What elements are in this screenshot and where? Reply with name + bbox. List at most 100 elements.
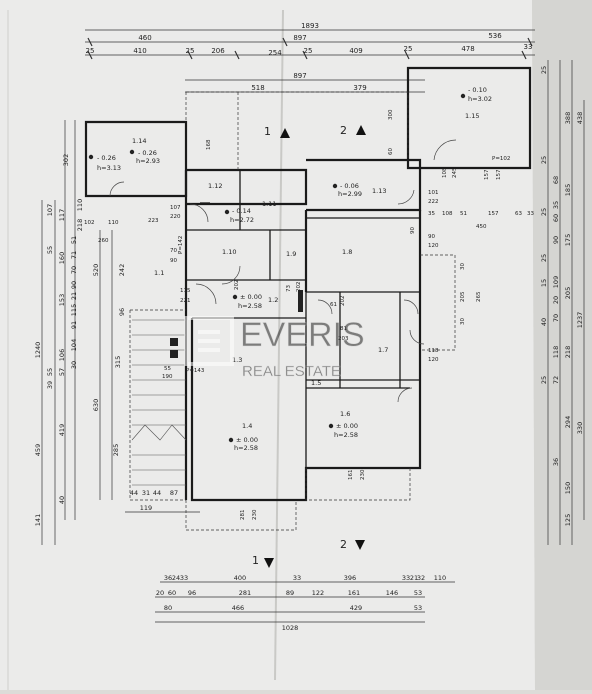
dim-text: 119 <box>140 504 152 512</box>
dim-text: 20 <box>552 296 560 304</box>
dim-text: 36 <box>164 574 172 582</box>
left-dimension-labels: 1240 459 141 520 630 242 96 315 285 302 … <box>34 154 126 526</box>
level-mark: ± 0.00 <box>240 293 262 301</box>
dim-text: 55 <box>46 368 54 376</box>
opening-text: 101 <box>428 190 439 196</box>
dim-text: 294 <box>564 416 572 428</box>
dim-text: 1240 <box>34 342 42 359</box>
room-id: 1.15 <box>465 112 479 120</box>
dim-text: 218 <box>76 219 84 231</box>
top-dimension-labels: 1893 460 897 536 25 410 25 206 254 25 40… <box>86 22 533 92</box>
watermark-logo-icon <box>184 316 234 366</box>
dim-text: 160 <box>58 252 66 264</box>
dim-text: 30 <box>70 361 78 369</box>
room-id: 1.10 <box>222 248 236 256</box>
room-id: 1.2 <box>268 296 278 304</box>
left-dimension-lines <box>41 120 113 545</box>
dim-text: 32 <box>417 574 425 582</box>
watermark-brand: EVERIS <box>240 316 365 354</box>
dim-text: 218 <box>564 346 572 358</box>
section-markers: 1 2 1 2 <box>252 124 366 568</box>
dim-text: 87 <box>170 489 178 497</box>
dim-text: 25 <box>540 208 548 216</box>
section-arrow-icon <box>280 128 290 138</box>
opening-text: P=142 <box>178 236 184 254</box>
dim-text: 24 <box>172 574 180 582</box>
dim-text: 466 <box>232 604 244 612</box>
dim-text: 33 <box>524 43 533 51</box>
dim-text: 107 <box>46 204 54 216</box>
dim-text: 117 <box>58 209 66 221</box>
dim-text: 459 <box>34 444 42 456</box>
dim-text: 141 <box>34 514 42 526</box>
room-id: 1.4 <box>242 422 252 430</box>
opening-text: 220 <box>170 214 181 220</box>
dim-text: 51 <box>70 236 78 244</box>
opening-text: 90 <box>428 234 435 240</box>
dim-text: 15 <box>540 279 548 287</box>
height-mark: h=2.58 <box>238 302 262 310</box>
dim-text: 25 <box>540 254 548 262</box>
room-id: 1.12 <box>208 182 222 190</box>
dim-text: 409 <box>349 47 362 55</box>
room-id: 1.3 <box>232 356 242 364</box>
opening-text: 102 <box>84 220 95 226</box>
dim-text: 31 <box>142 489 150 497</box>
dim-text: 175 <box>564 234 572 246</box>
dim-text: 68 <box>552 176 560 184</box>
opening-text: 30 <box>460 263 466 270</box>
opening-text: 281 <box>240 510 246 521</box>
opening-text: P=102 <box>492 156 510 162</box>
dim-text: 536 <box>488 32 502 40</box>
room-id: 1.6 <box>340 410 350 418</box>
dim-text: 25 <box>404 45 413 53</box>
dim-text: 20 <box>156 589 164 597</box>
section-marker-2-bottom: 2 <box>340 538 365 551</box>
opening-text: 230 <box>252 509 258 520</box>
opening-text: 157 <box>496 169 502 180</box>
dim-text: 281 <box>239 589 251 597</box>
dim-text: 460 <box>138 34 151 42</box>
level-mark: - 0.26 <box>97 154 116 162</box>
dim-text: 25 <box>304 47 313 55</box>
interior-walls <box>186 170 420 468</box>
height-mark: h=2.99 <box>338 190 362 198</box>
dim-text: 40 <box>540 318 548 326</box>
dim-text: 185 <box>564 184 572 196</box>
dim-text: 60 <box>552 214 560 222</box>
height-mark: h=2.58 <box>334 431 358 439</box>
dim-text: 60 <box>168 589 176 597</box>
section-label: 1 <box>264 125 271 138</box>
dim-text: 53 <box>414 604 422 612</box>
opening-text: P=143 <box>186 368 205 374</box>
dim-text: 315 <box>114 356 122 368</box>
opening-text: 120 <box>428 243 439 249</box>
opening-text: 222 <box>428 199 439 205</box>
level-symbols <box>88 93 466 443</box>
dim-text: 33 <box>402 574 410 582</box>
opening-text: 265 <box>476 291 482 302</box>
opening-text: 115 <box>180 288 191 294</box>
dim-text: 254 <box>268 49 282 57</box>
top-dimension-lines <box>85 29 535 93</box>
opening-text: 221 <box>180 298 191 304</box>
opening-text: 157 <box>484 169 490 180</box>
dim-text: 206 <box>211 47 225 55</box>
dim-text: 104 <box>70 339 78 351</box>
opening-text: 202 <box>340 296 346 307</box>
opening-text: 230 <box>360 469 366 480</box>
level-mark: ± 0.00 <box>236 436 258 444</box>
section-arrow-icon <box>355 540 365 550</box>
level-mark: ± 0.00 <box>336 422 358 430</box>
dim-text: 89 <box>286 589 294 597</box>
opening-text: 35 <box>428 211 435 217</box>
dim-text: 400 <box>234 574 246 582</box>
dim-text: 40 <box>58 496 66 504</box>
opening-text: 190 <box>162 374 173 380</box>
dim-text: 122 <box>312 589 324 597</box>
dim-text: 1028 <box>282 624 299 632</box>
dim-text: 90 <box>552 236 560 244</box>
opening-text: 108 <box>442 167 448 178</box>
dim-text: 71 <box>70 251 78 259</box>
